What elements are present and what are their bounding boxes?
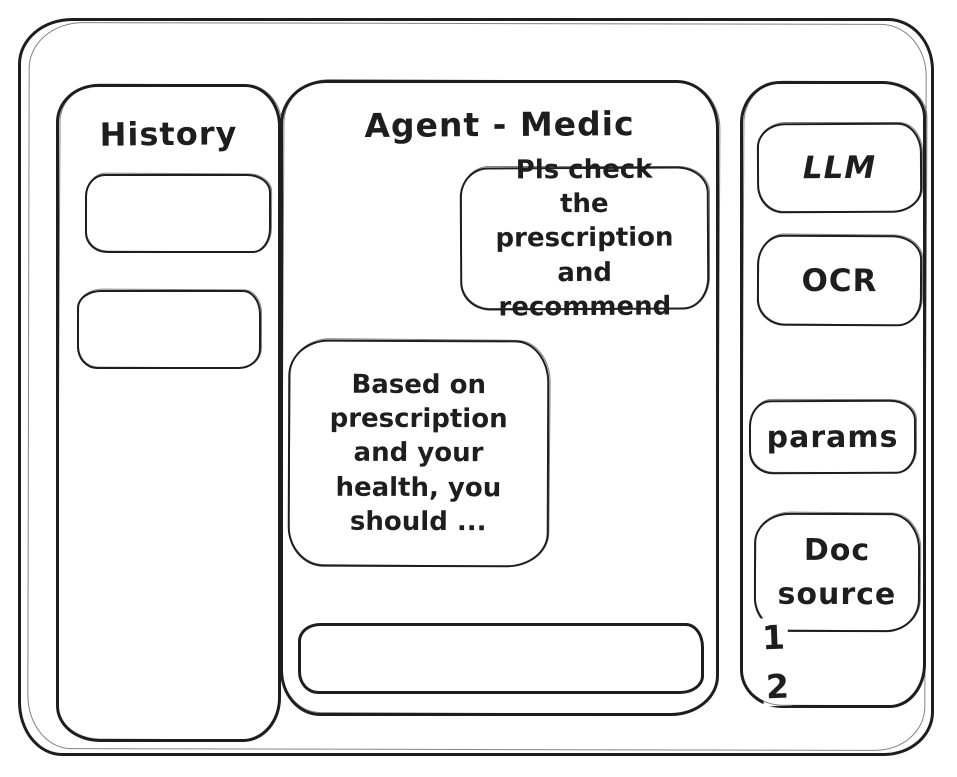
doc-source-button[interactable]: Doc source xyxy=(753,512,921,633)
history-title: History xyxy=(99,114,238,154)
params-button[interactable]: params xyxy=(748,399,917,475)
message-input[interactable] xyxy=(298,623,704,694)
ocr-button[interactable]: OCR xyxy=(756,234,923,327)
assistant-message-bubble: Based on prescription and your health, y… xyxy=(287,339,550,568)
history-panel: History xyxy=(56,84,281,742)
doc-source-item-2[interactable]: 2 xyxy=(762,666,793,707)
chat-panel: Agent - Medic Pls check the prescription… xyxy=(280,80,719,716)
doc-source-item-1[interactable]: 1 xyxy=(758,617,789,658)
chat-title: Agent - Medic xyxy=(364,104,635,145)
history-item[interactable] xyxy=(85,174,271,253)
user-message-bubble: Pls check the prescription and recommend xyxy=(459,154,710,322)
app-window-frame: History Agent - Medic Pls check the pres… xyxy=(18,18,934,756)
tools-panel: LLM OCR params Doc source 1 2 xyxy=(740,81,926,708)
llm-button[interactable]: LLM xyxy=(756,122,923,214)
history-item[interactable] xyxy=(77,290,261,369)
